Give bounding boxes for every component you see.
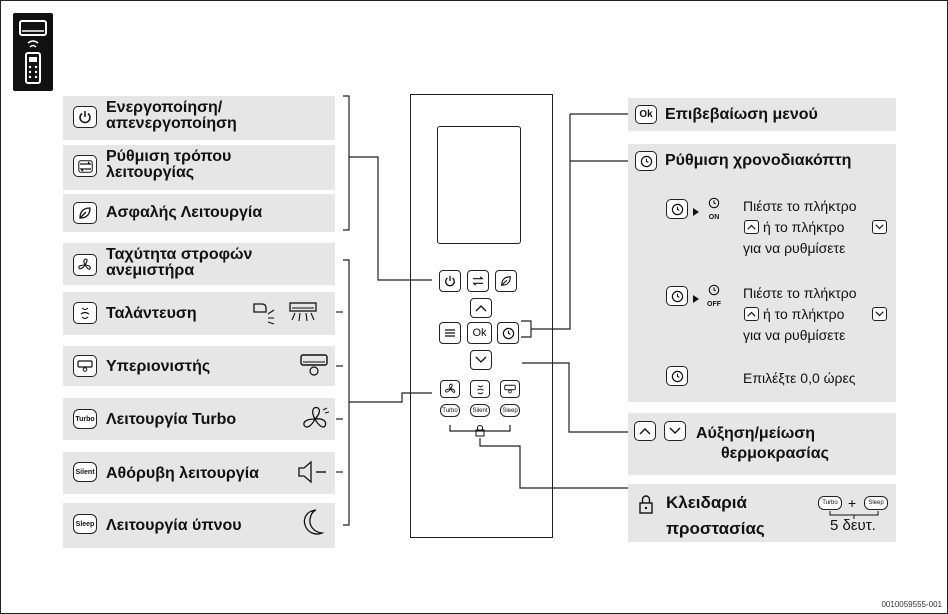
ac-remote-icon xyxy=(13,13,53,91)
timer-off-text-2: ή το πλήκτρο xyxy=(763,306,845,322)
timer-reset-icon xyxy=(666,366,688,386)
up-key-icon xyxy=(744,220,759,234)
panel-safe xyxy=(63,194,335,232)
lock-duration: 5 δευτ. xyxy=(830,517,876,534)
timer-reset-text: Επιλέξτε 0,0 ώρες xyxy=(743,370,856,386)
panel-timer xyxy=(628,144,896,402)
panel-power xyxy=(63,96,335,140)
leaf-icon xyxy=(73,202,97,224)
power-icon xyxy=(73,106,97,128)
panel-lock xyxy=(628,484,896,542)
silent-icon: Silent xyxy=(73,462,97,482)
arrow-right-icon xyxy=(692,291,700,309)
remote-swing-button[interactable] xyxy=(470,380,490,398)
timer-on-text-2: ή το πλήκτρο xyxy=(763,219,845,235)
remote-up-button[interactable] xyxy=(470,298,492,318)
lock-bracket xyxy=(829,511,879,519)
speaker-icon xyxy=(296,459,330,490)
timer-off-text-3: για να ρυθμίσετε xyxy=(743,327,846,343)
moon-icon xyxy=(298,507,328,544)
timer-on-clock-icon: ON xyxy=(703,196,725,222)
timer-on-text-3: για να ρυθμίσετε xyxy=(743,240,846,256)
arrow-right-icon xyxy=(692,204,700,222)
panel-ok xyxy=(628,98,896,131)
panel-silent xyxy=(63,452,335,494)
turbo-icon: Turbo xyxy=(73,409,97,429)
timer-off-text-1: Πιέστε το πλήκτρο xyxy=(743,285,857,301)
panel-fan xyxy=(63,243,335,285)
panel-sleep xyxy=(63,503,335,548)
sleep-label: Λειτουργία ύπνου xyxy=(106,517,242,534)
remote-mode-button[interactable] xyxy=(467,270,489,292)
ionizer-icon xyxy=(73,355,97,377)
remote-turbo-button[interactable]: Turbo xyxy=(440,404,460,417)
figure-reference: 0010059555-001 xyxy=(881,600,942,609)
remote-timer-button[interactable] xyxy=(497,322,519,344)
temp-up-icon xyxy=(634,421,656,441)
remote-menu-button[interactable] xyxy=(439,322,461,344)
swing-louver-icon xyxy=(252,300,332,331)
timer-on-text-1: Πιέστε το πλήκτρο xyxy=(743,198,857,214)
fan-icon xyxy=(73,254,97,276)
remote-down-button[interactable] xyxy=(470,350,492,370)
down-key-icon xyxy=(872,307,887,321)
lock-turbo-key: Turbo xyxy=(818,496,842,510)
temp-down-icon xyxy=(664,421,686,441)
panel-ionizer xyxy=(63,346,335,386)
timer-off-clock-icon: OFF xyxy=(703,283,725,309)
silent-label: Αθόρυβη λειτουργία xyxy=(106,465,259,482)
timer-off-button-icon xyxy=(666,286,688,306)
on-text: ON xyxy=(708,214,720,221)
power-label: Ενεργοποίηση/απενεργοποίηση xyxy=(106,99,237,132)
turbo-fan-icon xyxy=(300,404,330,439)
down-key-icon xyxy=(872,220,887,234)
remote-silent-button[interactable]: Silent xyxy=(470,404,490,417)
sleep-icon: Sleep xyxy=(73,514,97,534)
ionizer-ac-icon xyxy=(300,353,330,384)
timer-on-button-icon xyxy=(666,199,688,219)
turbo-label: Λειτουργία Turbo xyxy=(106,411,237,428)
panel-swing xyxy=(63,292,335,335)
mode-icon xyxy=(73,155,97,177)
remote-ok-button[interactable]: Ok xyxy=(467,322,492,344)
safe-label: Ασφαλής Λειτουργία xyxy=(106,204,263,221)
panel-turbo xyxy=(63,398,335,440)
timer-label: Ρύθμιση χρονοδιακόπτη xyxy=(665,152,852,169)
timer-icon xyxy=(635,151,657,171)
remote-control xyxy=(410,94,553,538)
remote-safe-button[interactable] xyxy=(495,270,517,292)
lock-icon xyxy=(638,494,654,519)
plus-sign: + xyxy=(848,495,857,511)
panel-mode xyxy=(63,145,335,190)
ok-icon: Ok xyxy=(635,105,657,124)
lock-sleep-key: Sleep xyxy=(864,496,888,510)
swing-icon xyxy=(73,302,97,324)
ok-label: Επιβεβαίωση μενού xyxy=(665,106,818,123)
ionizer-label: Υπεριονιστής xyxy=(106,358,211,375)
remote-ionizer-button[interactable] xyxy=(500,380,520,398)
remote-lock-icon xyxy=(474,424,486,442)
up-key-icon xyxy=(744,307,759,321)
off-text: OFF xyxy=(707,301,721,308)
swing-label: Ταλάντευση xyxy=(106,305,197,322)
remote-display xyxy=(437,126,521,244)
remote-sleep-button[interactable]: Sleep xyxy=(500,404,520,417)
remote-fan-button[interactable] xyxy=(440,380,460,398)
remote-power-button[interactable] xyxy=(439,270,461,292)
